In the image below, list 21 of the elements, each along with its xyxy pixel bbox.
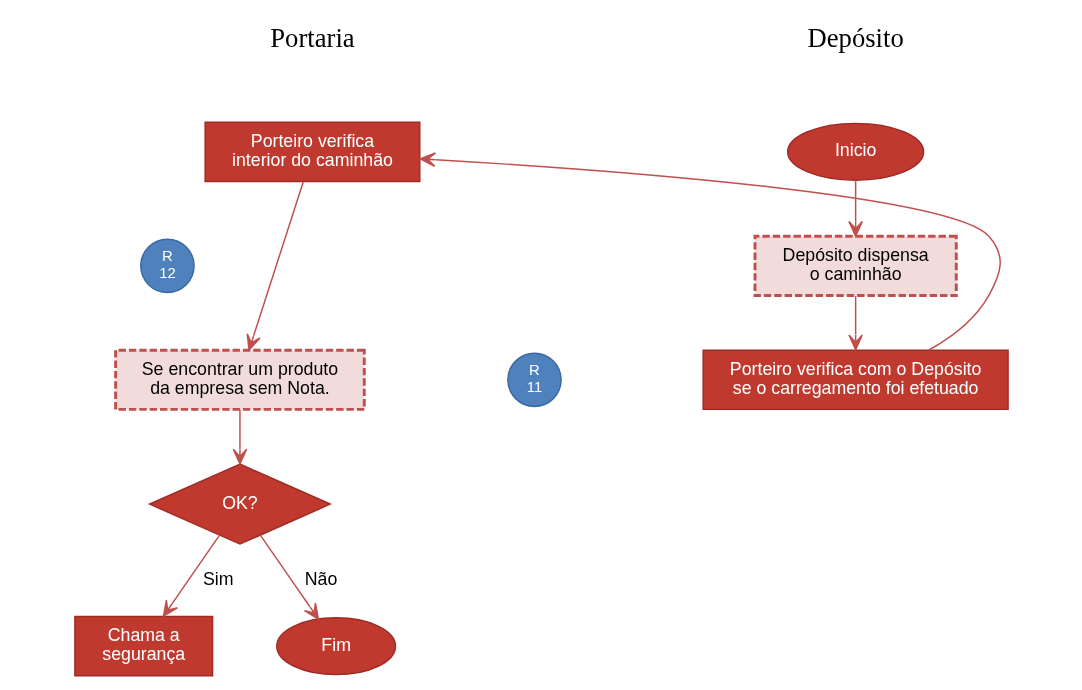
node-circle: R 11 [506, 352, 562, 408]
label: Portaria [269, 23, 355, 54]
node-box: Depósito dispensa o caminhão [753, 234, 958, 297]
node-circle: R 12 [139, 238, 195, 294]
arrow [232, 408, 247, 465]
arrow [847, 295, 863, 351]
node-box: Chama a segurança [73, 615, 213, 677]
arrow [259, 534, 319, 620]
arrow [246, 181, 304, 351]
node-box: Se encontrar um produto da empresa sem Nota. [113, 348, 366, 411]
arrow [419, 152, 1001, 351]
node-ellipse: Inicio [786, 122, 924, 181]
node-box: Porteiro verifica com o Depósito se o carregamento foi efetuado [701, 349, 1009, 411]
label: Depósito [807, 23, 904, 54]
node-ellipse: Fim [275, 617, 396, 676]
arrow [162, 534, 220, 617]
node-box: Porteiro verifica interior do caminhão [203, 121, 420, 183]
arrow [847, 179, 863, 237]
edge-label: Não [304, 568, 337, 589]
node-diamond: OK? [147, 463, 332, 545]
edge-label: Sim [202, 568, 234, 589]
